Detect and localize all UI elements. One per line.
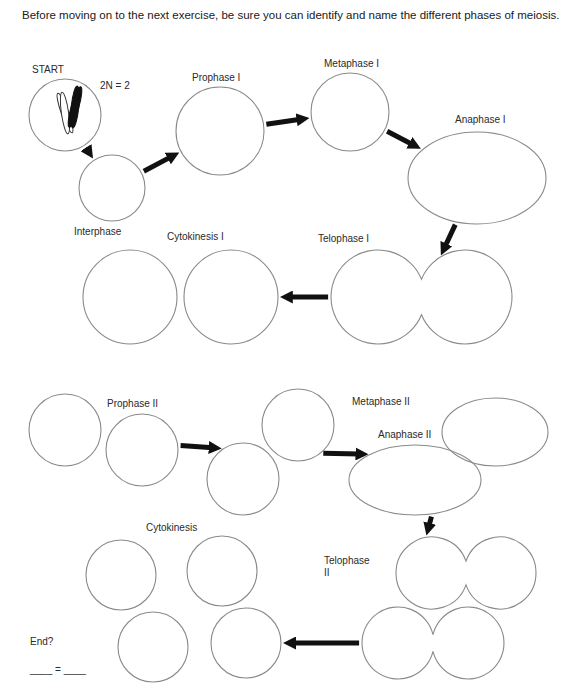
phase-label: Prophase II — [107, 398, 158, 410]
cell-membrane — [349, 445, 481, 515]
phase-label: Anaphase II — [378, 429, 431, 441]
phase-cell: Telophase I — [330, 249, 513, 345]
phase-label: Interphase — [74, 226, 121, 238]
cell-membrane — [106, 414, 178, 486]
answer-prompt: End? — [30, 636, 53, 648]
phase-cell: Interphase — [78, 154, 146, 222]
step-arrow — [144, 157, 172, 172]
cell-outline — [82, 249, 279, 345]
phase-cell: Cytokinesis I — [82, 249, 279, 345]
phase-cell: Cytokinesis — [86, 536, 281, 682]
cell-outline — [330, 249, 513, 345]
cell-membrane — [408, 132, 546, 224]
cell-membrane — [118, 612, 188, 682]
cell-membrane — [211, 608, 281, 678]
step-arrow — [387, 131, 413, 144]
answer-prompt: ____ = ____ — [30, 664, 86, 676]
cell-membrane — [184, 250, 278, 344]
phase-label: Anaphase I — [455, 114, 506, 126]
cell-outline — [407, 131, 547, 225]
cell-outline — [28, 78, 102, 152]
phase-label: 2N = 2 — [100, 80, 130, 92]
cell-membrane — [29, 79, 101, 151]
cell-membrane — [207, 443, 279, 515]
phase-cell: Anaphase I — [407, 131, 547, 225]
phase-label: Prophase I — [192, 72, 240, 84]
cell-membrane — [362, 607, 504, 679]
worksheet-instruction: Before moving on to the next exercise, b… — [22, 7, 570, 23]
cell-membrane — [176, 87, 264, 175]
phase-cell: Metaphase II — [206, 388, 335, 516]
cell-membrane — [331, 250, 512, 344]
cell-outline — [86, 536, 281, 682]
step-arrow — [289, 295, 328, 300]
step-arrow — [445, 225, 456, 248]
phase-label: Metaphase II — [352, 396, 410, 408]
phase-cell: START2N = 2 — [28, 78, 102, 152]
cell-membrane — [79, 155, 145, 221]
black-chromosome — [66, 86, 85, 129]
cell-outline — [175, 86, 265, 176]
phase-label: Telophase II — [324, 555, 374, 579]
step-arrow — [181, 446, 213, 448]
cell-membrane — [187, 536, 257, 606]
phase-label: Cytokinesis I — [167, 231, 224, 243]
step-arrow — [86, 148, 88, 151]
cell-membrane — [396, 537, 536, 609]
step-arrow — [292, 641, 359, 646]
phase-label: START — [32, 64, 64, 76]
phase-cell: Metaphase I — [310, 72, 390, 152]
cell-outline — [348, 398, 547, 514]
cell-membrane — [442, 398, 548, 466]
cell-membrane — [83, 250, 177, 344]
cell-membrane — [29, 394, 101, 466]
phase-label: Telophase I — [318, 233, 369, 245]
cell-membrane — [86, 540, 156, 610]
cell-outline — [206, 388, 335, 516]
step-arrow — [429, 517, 432, 527]
phase-label: Metaphase I — [324, 58, 379, 70]
step-arrow — [266, 119, 300, 124]
phase-cell: Prophase I — [175, 86, 265, 176]
phase-cell: Telophase II — [362, 536, 537, 680]
phase-label: Cytokinesis — [146, 522, 197, 534]
cell-outline — [310, 72, 390, 152]
cell-membrane — [262, 389, 334, 461]
phase-cell: Prophase II — [28, 393, 179, 487]
cell-outline — [78, 154, 146, 222]
cell-outline — [362, 536, 537, 680]
phase-cell: Anaphase II — [348, 398, 547, 514]
step-arrow — [323, 451, 359, 457]
cell-membrane — [311, 73, 389, 151]
